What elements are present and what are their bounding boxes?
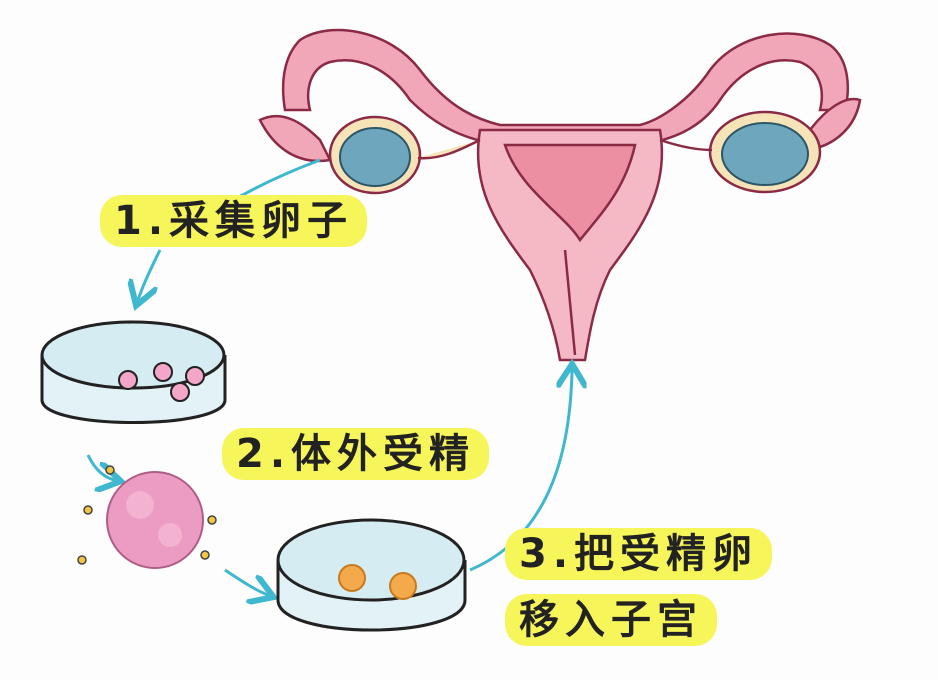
ovary-right bbox=[659, 110, 822, 194]
uterus-illustration bbox=[258, 28, 862, 362]
egg-with-sperm bbox=[77, 465, 217, 569]
arrow-dish2-to-uterus bbox=[469, 370, 572, 572]
ovary-left bbox=[328, 115, 481, 195]
step-3-label-line2: 移入子宫 bbox=[505, 594, 717, 646]
arrow-dish-to-egg bbox=[86, 454, 115, 480]
step-1-label: 1.采集卵子 bbox=[100, 195, 368, 247]
arrow-egg-to-dish2 bbox=[224, 568, 268, 595]
petri-dish-eggs bbox=[40, 320, 227, 424]
arrow-label1-to-dish bbox=[138, 249, 162, 300]
step-3-label: 3.把受精卵 bbox=[505, 528, 773, 580]
step-2-label: 2.体外受精 bbox=[222, 428, 490, 480]
petri-dish-embryos bbox=[276, 518, 467, 632]
